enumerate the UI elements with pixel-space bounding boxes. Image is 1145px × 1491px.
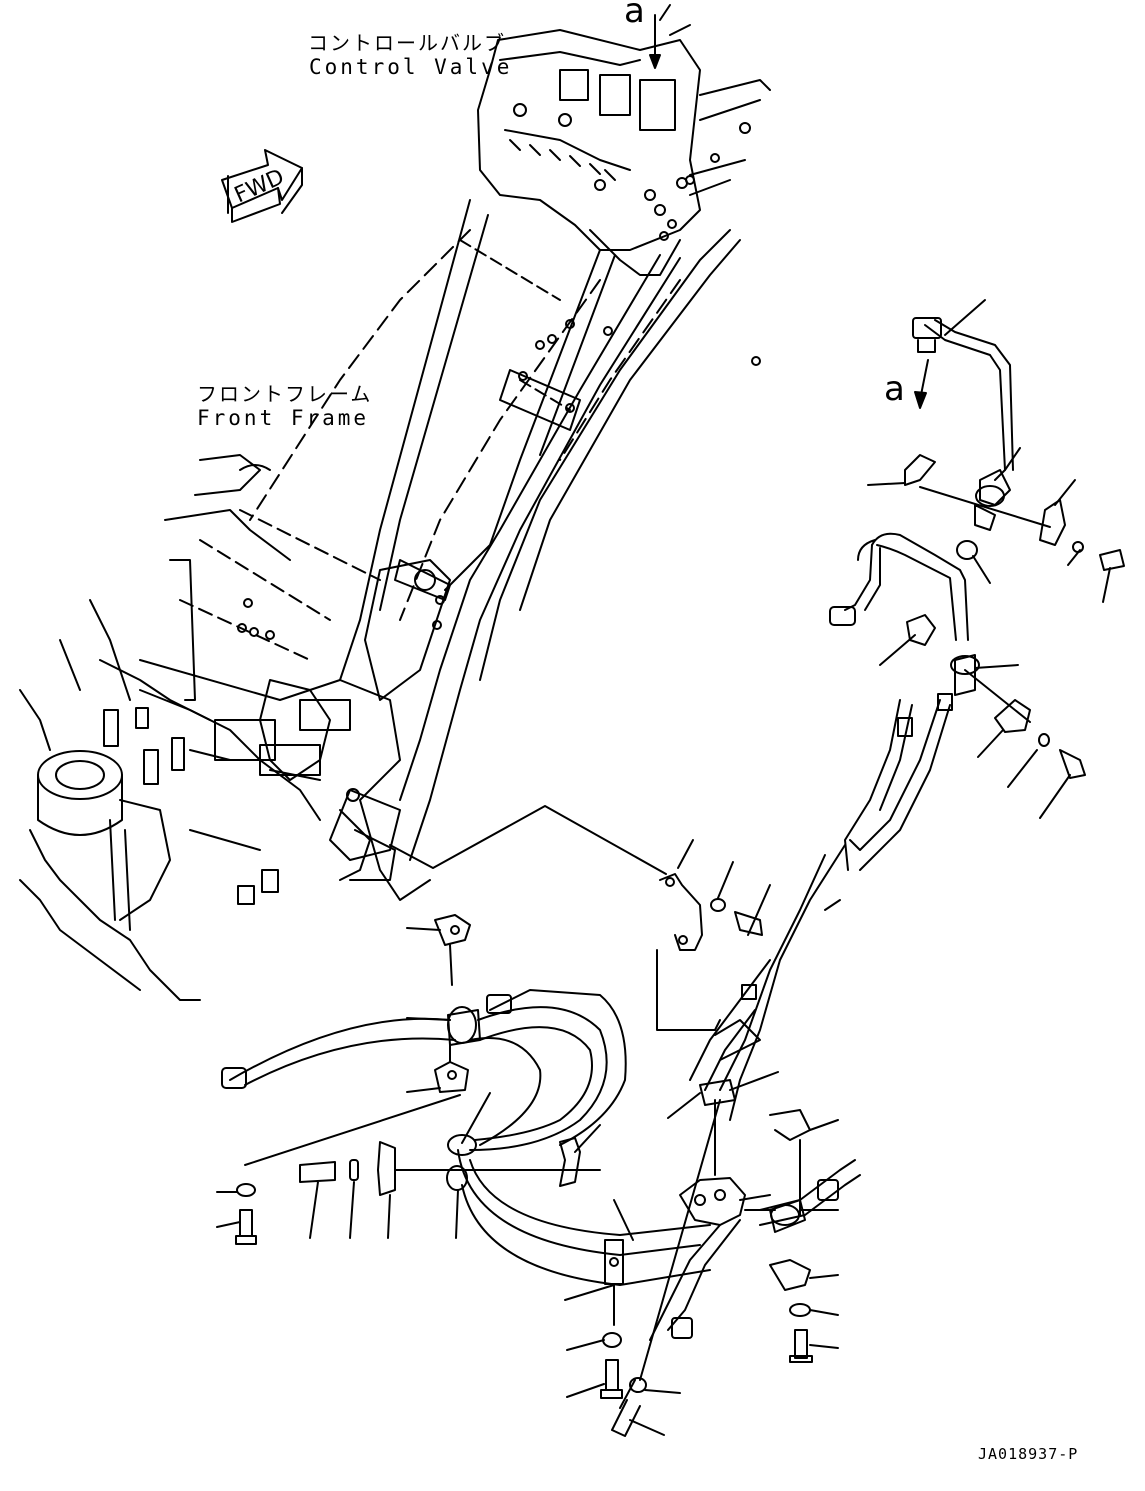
view-a-label-right: a	[884, 369, 905, 409]
left-hose-assembly	[216, 914, 721, 1437]
view-a-label-top: a	[624, 0, 645, 31]
control-valve-label-jp: コントロールバルブ	[308, 31, 506, 55]
fwd-arrow-icon	[221, 149, 303, 223]
control-valve	[477, 4, 771, 276]
front-frame-label-jp: フロントフレーム	[197, 382, 373, 406]
center-hose-assembly	[649, 839, 861, 1363]
control-valve-label-en: Control Valve	[309, 55, 513, 79]
front-frame	[19, 199, 761, 1001]
drawing-id: JA018937-P	[978, 1445, 1079, 1463]
front-frame-label-en: Front Frame	[197, 406, 370, 430]
right-pipe-assembly	[829, 299, 1125, 871]
